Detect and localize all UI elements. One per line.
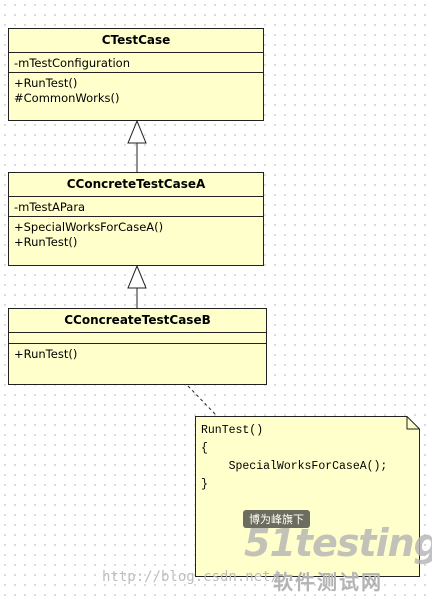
class-name: CTestCase — [9, 29, 263, 53]
operation: #CommonWorks() — [14, 91, 120, 105]
attributes-compartment: -mTestAPara — [9, 197, 263, 217]
class-cconcretetestcasea[interactable]: CConcreteTestCaseA -mTestAPara +SpecialW… — [8, 172, 264, 266]
class-ctestcase[interactable]: CTestCase -mTestConfiguration +RunTest()… — [8, 28, 264, 121]
operations-compartment: +RunTest() #CommonWorks() — [9, 73, 263, 109]
operations-compartment: +SpecialWorksForCaseA() +RunTest() — [9, 217, 263, 253]
watermark-logo: 51testing — [244, 521, 432, 565]
operations-compartment: +RunTest() — [9, 344, 266, 365]
generalization-arrowhead-a — [127, 119, 147, 144]
class-name: CConcreteTestCaseA — [9, 173, 263, 197]
code-note[interactable]: RunTest() { SpecialWorksForCaseA(); } — [195, 416, 420, 577]
attribute: -mTestAPara — [14, 200, 86, 214]
attributes-compartment — [9, 333, 266, 344]
attribute: -mTestConfiguration — [14, 56, 130, 70]
watermark-tag: 博为峰旗下 — [243, 510, 310, 528]
note-anchor-line — [187, 385, 218, 417]
operation: +RunTest() — [14, 347, 78, 361]
watermark-url: http://blog.csdn.net/... — [102, 569, 305, 585]
note-text: RunTest() { SpecialWorksForCaseA(); } — [201, 424, 388, 491]
attributes-compartment: -mTestConfiguration — [9, 53, 263, 73]
operation: +RunTest() — [14, 76, 78, 90]
class-cconcreatetestcaseb[interactable]: CConcreateTestCaseB +RunTest() — [8, 308, 267, 385]
operation: +SpecialWorksForCaseA() — [14, 220, 164, 234]
watermark-cn: 软件测试网 — [273, 570, 383, 594]
operation: +RunTest() — [14, 235, 78, 249]
note-shape — [195, 416, 420, 577]
generalization-arrowhead-b — [127, 264, 147, 289]
class-name: CConcreateTestCaseB — [9, 309, 266, 333]
